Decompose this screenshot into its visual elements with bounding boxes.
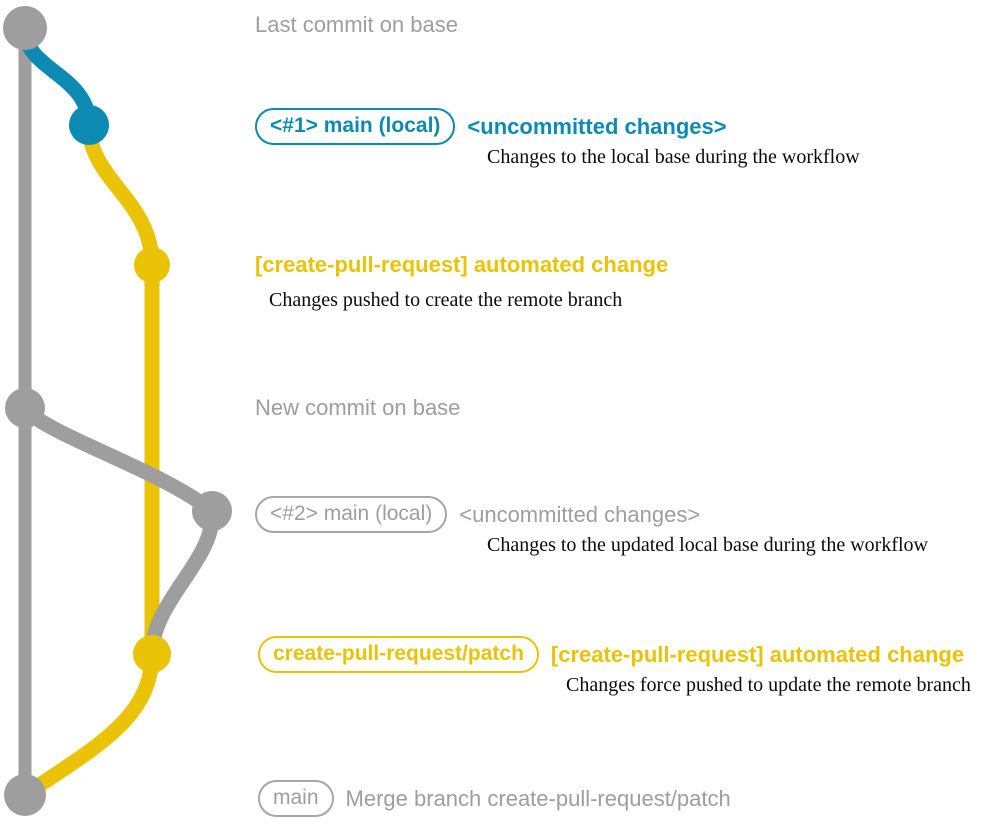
commit-node-automated-change-1[interactable]: [134, 247, 170, 283]
commit-note-automated-change-1: Changes pushed to create the remote bran…: [269, 289, 623, 311]
commit-row-main: <#1> main (local) <uncommitted changes>: [255, 108, 727, 145]
commit-node-automated-change-2[interactable]: [133, 635, 171, 673]
commit-note-local-main-1: Changes to the local base during the wor…: [487, 146, 860, 168]
gray-branch-line-lower: [17, 402, 220, 519]
commit-node-merge-commit[interactable]: [4, 774, 46, 816]
commit-subject-automated-change-1: [create-pull-request] automated change: [255, 252, 669, 277]
commit-note-automated-change-2: Changes force pushed to update the remot…: [566, 674, 971, 696]
commit-row-main: create-pull-request/patch [create-pull-r…: [258, 636, 964, 673]
commit-subject-merge-commit: Merge branch create-pull-request/patch: [345, 785, 731, 811]
commit-row-main: New commit on base: [255, 395, 460, 421]
commit-subject-automated-change-2: [create-pull-request] automated change: [550, 641, 965, 667]
commit-subject-local-main-1: <uncommitted changes>: [467, 113, 727, 139]
commit-row-main: main Merge branch create-pull-request/pa…: [258, 780, 731, 817]
commit-subject-last-commit-on-base: Last commit on base: [255, 12, 458, 37]
commit-row-last-commit-on-base: Last commit on base: [255, 12, 458, 38]
branch-ref-pill-local-main-1[interactable]: <#1> main (local): [255, 108, 456, 145]
commit-row-local-main-2: <#2> main (local) <uncommitted changes>: [255, 496, 700, 533]
branch-ref-pill-create-pull-request-patch[interactable]: create-pull-request/patch: [258, 636, 539, 673]
commit-row-main: <#2> main (local) <uncommitted changes>: [255, 496, 700, 533]
commit-row-automated-change-1: [create-pull-request] automated change: [255, 252, 668, 278]
commit-row-local-main-1: <#1> main (local) <uncommitted changes>: [255, 108, 727, 145]
yellow-merge-line: [17, 646, 160, 803]
commit-node-local-main-1[interactable]: [69, 105, 109, 145]
commit-note-local-main-2: Changes to the updated local base during…: [487, 534, 928, 556]
commit-row-automated-change-2: create-pull-request/patch [create-pull-r…: [258, 636, 964, 673]
branch-ref-pill-local-main-2[interactable]: <#2> main (local): [255, 496, 448, 533]
commit-subject-new-commit-on-base: New commit on base: [255, 395, 461, 420]
branch-ref-pill-main[interactable]: main: [258, 780, 334, 817]
commit-subject-local-main-2: <uncommitted changes>: [459, 501, 701, 527]
commit-node-last-commit-on-base[interactable]: [3, 6, 47, 50]
commit-node-new-commit-on-base[interactable]: [5, 388, 45, 428]
commit-row-main: [create-pull-request] automated change: [255, 252, 668, 278]
commit-row-main: Last commit on base: [255, 12, 458, 38]
commit-row-merge-commit: main Merge branch create-pull-request/pa…: [258, 780, 731, 817]
commit-row-new-commit-on-base: New commit on base: [255, 395, 460, 421]
commit-node-local-main-2[interactable]: [192, 491, 232, 531]
